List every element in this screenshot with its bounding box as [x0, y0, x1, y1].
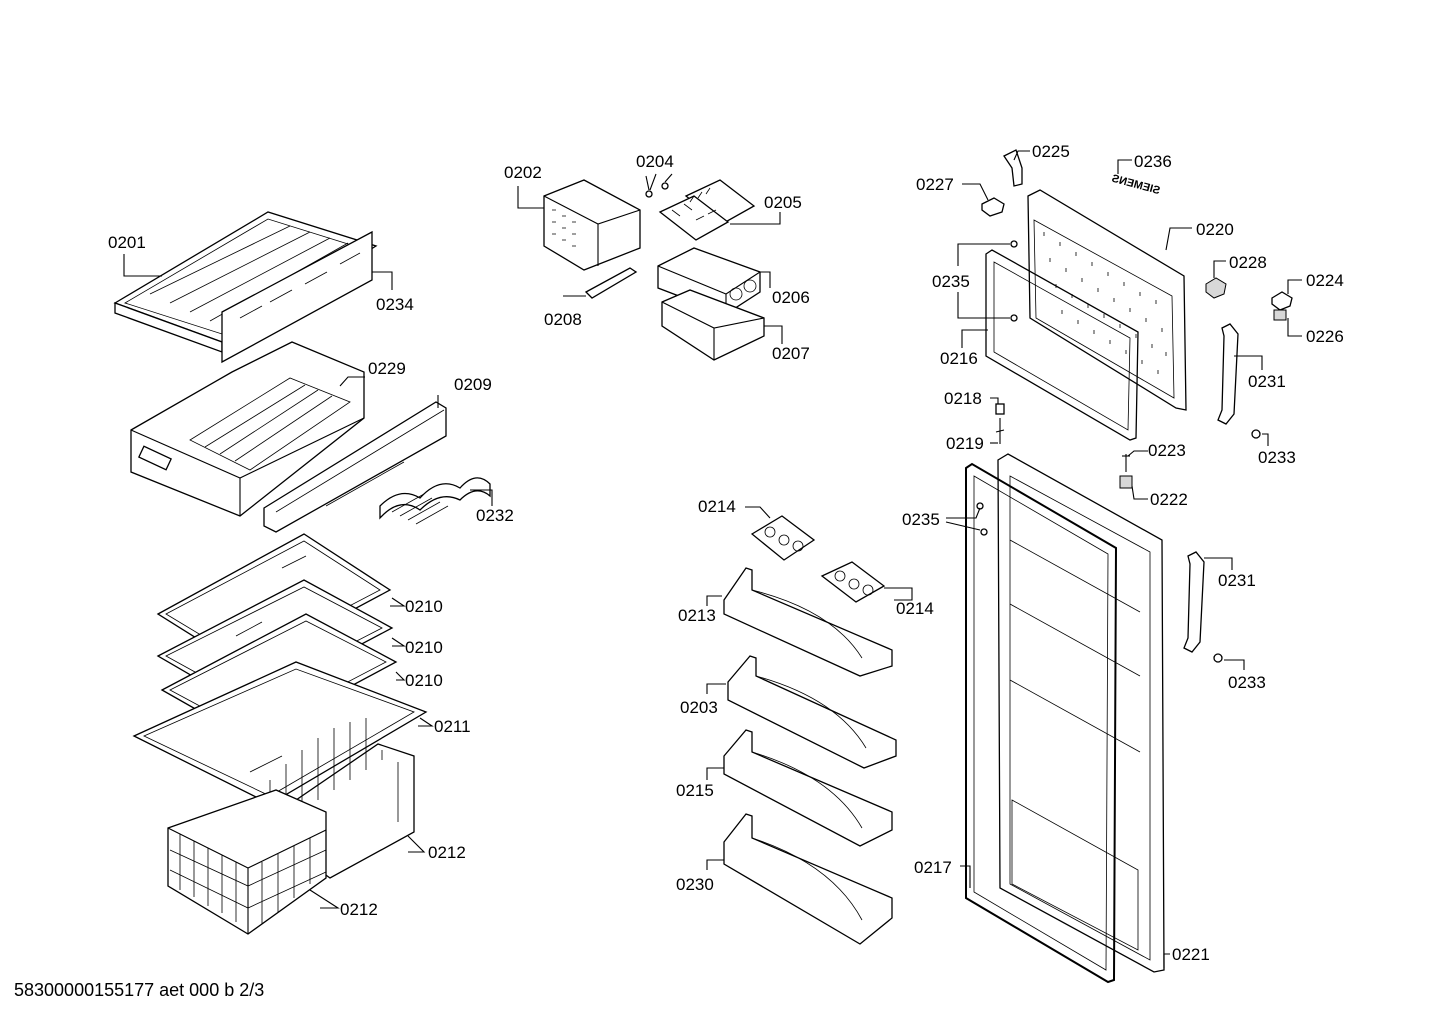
part-0233-ring-upper — [1251, 429, 1261, 439]
part-0235-screw-upper-a — [1010, 240, 1018, 248]
label-0210-second: 0210 — [405, 638, 443, 657]
part-0226-pad — [1273, 309, 1287, 321]
part-0201-shelf-frame — [113, 211, 378, 353]
label-0233-upper: 0233 — [1258, 448, 1296, 467]
part-0233-ring-lower — [1213, 653, 1223, 663]
label-0233-lower: 0233 — [1228, 673, 1266, 692]
part-0231-handle-lower — [1183, 551, 1205, 653]
label-0223: 0223 — [1148, 441, 1186, 460]
part-0211-crisper-cover — [132, 661, 428, 805]
part-0212-crisper-drawer-front — [167, 789, 327, 935]
part-0224-cover — [1271, 291, 1293, 311]
part-0223-screw — [1122, 454, 1130, 472]
label-0227: 0227 — [916, 175, 954, 194]
label-0201: 0201 — [108, 233, 146, 252]
part-0220-freezer-door — [1027, 189, 1187, 411]
part-0234-flap — [221, 230, 373, 364]
label-0210-first: 0210 — [405, 597, 443, 616]
label-0235-lower: 0235 — [902, 510, 940, 529]
label-0206: 0206 — [772, 288, 810, 307]
label-0204: 0204 — [636, 152, 674, 171]
label-0214-right: 0214 — [896, 599, 934, 618]
part-0213-door-balcony — [723, 567, 893, 677]
label-0214-left: 0214 — [698, 497, 736, 516]
label-0236: 0236 — [1134, 152, 1172, 171]
part-0225-hinge — [1003, 149, 1023, 187]
label-0207: 0207 — [772, 344, 810, 363]
part-0231-handle-upper — [1217, 323, 1239, 425]
label-0218: 0218 — [944, 389, 982, 408]
label-0209: 0209 — [454, 375, 492, 394]
part-0232-grate — [379, 477, 491, 525]
label-0215: 0215 — [676, 781, 714, 800]
part-0222-block — [1119, 475, 1133, 489]
part-0205-ice-trays — [658, 179, 756, 241]
label-0235-upper: 0235 — [932, 272, 970, 291]
label-0231-upper: 0231 — [1248, 372, 1286, 391]
label-0234: 0234 — [376, 295, 414, 314]
part-0216-freezer-gasket — [985, 249, 1139, 441]
part-0214-egg-tray-left — [750, 515, 816, 561]
label-0225: 0225 — [1032, 142, 1070, 161]
label-0230: 0230 — [676, 875, 714, 894]
brand-mark: SIEMENS — [1110, 173, 1161, 197]
label-0231-lower: 0231 — [1218, 571, 1256, 590]
part-0235-screw-upper-b — [1010, 314, 1018, 322]
label-0222: 0222 — [1150, 490, 1188, 509]
label-0205: 0205 — [764, 193, 802, 212]
label-0226: 0226 — [1306, 327, 1344, 346]
label-0210-third: 0210 — [405, 671, 443, 690]
label-0232: 0232 — [476, 506, 514, 525]
document-number: 58300000155177 aet 000 b 2/3 — [14, 980, 265, 1000]
label-0213: 0213 — [678, 606, 716, 625]
label-0203: 0203 — [680, 698, 718, 717]
label-0212-front: 0212 — [340, 900, 378, 919]
label-0224: 0224 — [1306, 271, 1344, 290]
label-0217: 0217 — [914, 858, 952, 877]
part-0229-freezer-drawer — [130, 341, 365, 517]
part-0203-door-balcony — [727, 655, 897, 769]
part-0235-screw-lower-b — [980, 528, 988, 536]
label-0211: 0211 — [434, 717, 471, 736]
leader-lines — [123, 150, 1302, 968]
part-0221-fridge-door — [997, 453, 1165, 973]
label-0208: 0208 — [544, 310, 582, 329]
label-0220: 0220 — [1196, 220, 1234, 239]
label-0228: 0228 — [1229, 253, 1267, 272]
label-0212-back: 0212 — [428, 843, 466, 862]
part-0207-tray — [661, 289, 765, 361]
label-0216: 0216 — [940, 349, 978, 368]
part-0215-door-balcony — [723, 729, 893, 847]
label-0229: 0229 — [368, 359, 406, 378]
part-0218-bushing — [995, 403, 1005, 415]
part-0202-bracket — [543, 179, 641, 271]
part-0209-front-cover — [263, 401, 447, 533]
part-0217-fridge-gasket — [965, 462, 1118, 984]
label-0219: 0219 — [946, 434, 984, 453]
part-0208-strip — [584, 267, 638, 299]
part-0227-cap — [981, 197, 1005, 217]
part-0219-pin — [995, 418, 1005, 444]
part-0230-door-balcony — [723, 813, 893, 945]
label-0221: 0221 — [1172, 945, 1210, 964]
part-0214-egg-tray-right — [820, 561, 886, 603]
label-0202: 0202 — [504, 163, 542, 182]
part-0204-screws — [645, 173, 673, 198]
part-0228-hinge-block — [1205, 277, 1227, 299]
